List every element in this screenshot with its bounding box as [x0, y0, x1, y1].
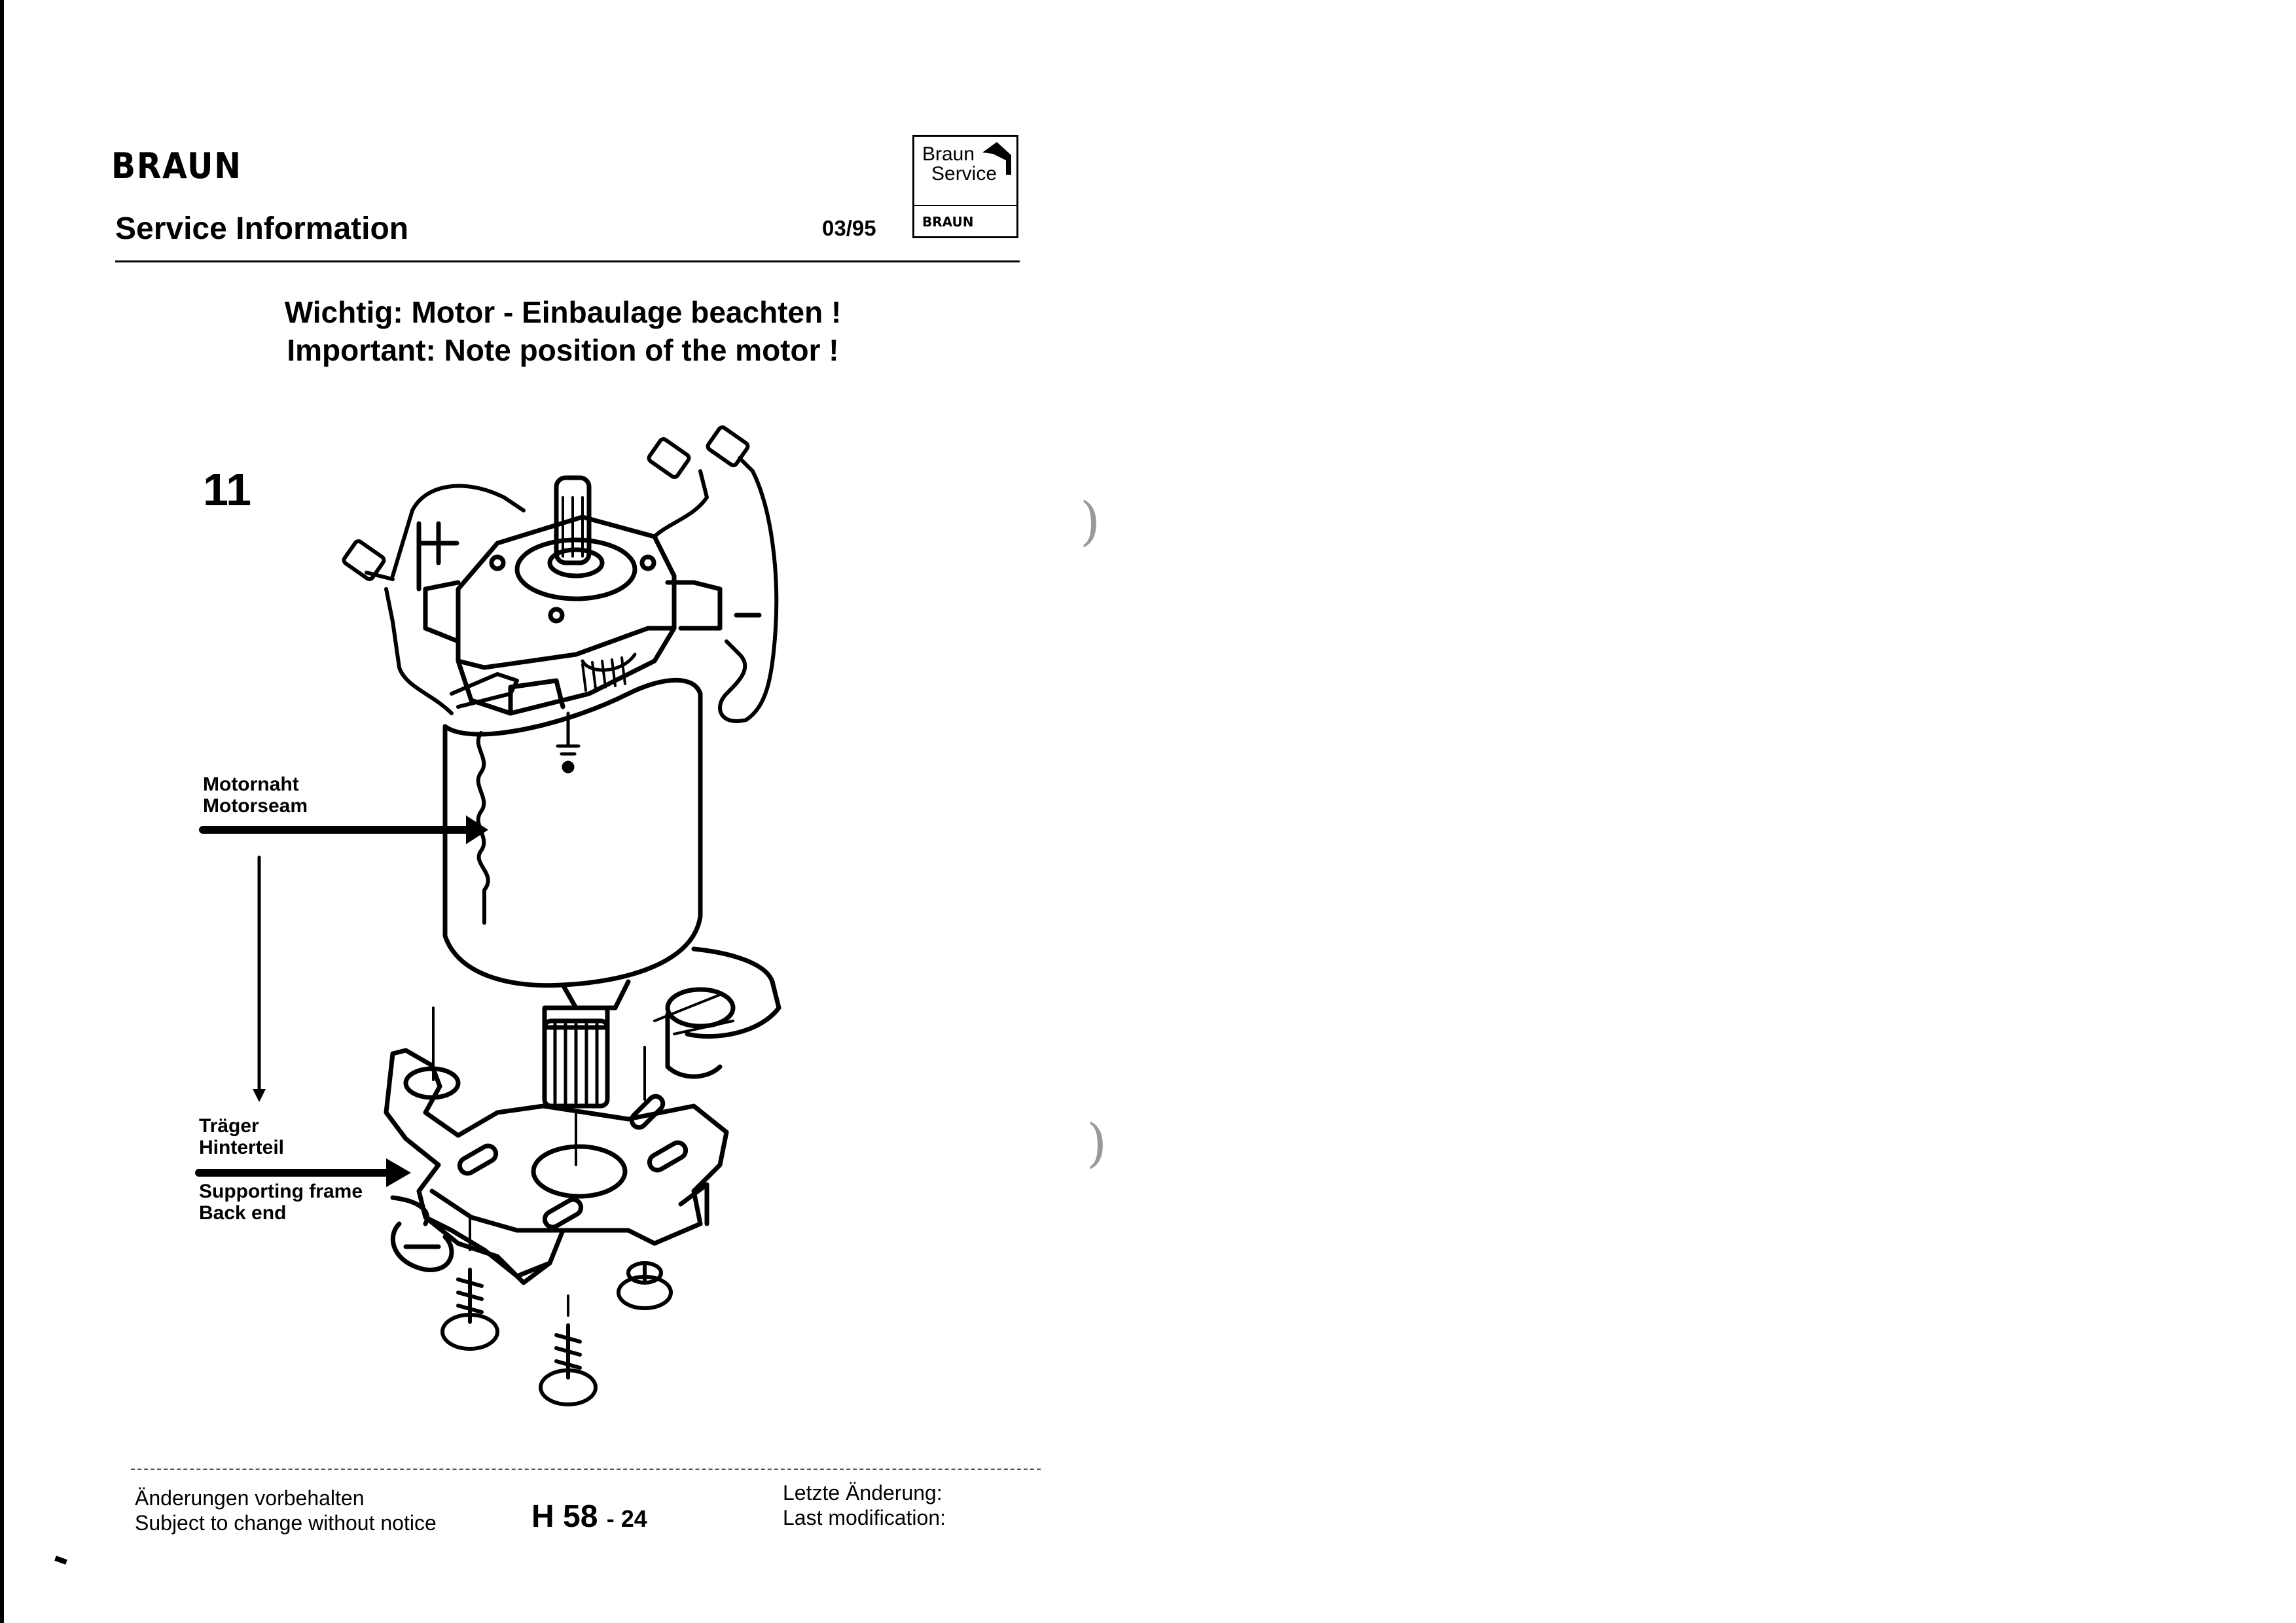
step-number: 11 [203, 464, 251, 515]
document-title: Service Information [115, 211, 409, 246]
footer-modification: Letzte Änderung: Last modification: [783, 1480, 946, 1530]
footer-modified-en: Last modification: [783, 1506, 946, 1529]
footer-modified-de: Letzte Änderung: [783, 1481, 942, 1505]
warning-english: Important: Note position of the motor ! [287, 333, 839, 367]
wires-drawing [384, 469, 779, 723]
label-frame-de-2: Hinterteil [199, 1137, 285, 1158]
document-code-main: H 58 [531, 1499, 598, 1534]
supporting-frame-drawing [384, 1007, 729, 1285]
connector-left-icon [342, 539, 395, 581]
label-motorseam-de: Motornaht [203, 774, 299, 795]
scan-mark-paren-2: ) [1086, 1113, 1107, 1173]
motor-assembly-diagram [195, 425, 781, 1406]
label-frame-en: Supporting frame Back end [199, 1181, 363, 1224]
scan-mark-paren-1: ) [1080, 491, 1101, 552]
label-frame-en-2: Back end [199, 1202, 287, 1224]
service-logo-line1: Braun [922, 143, 975, 165]
label-frame-de-1: Träger [199, 1115, 259, 1137]
connector-right-icon [706, 425, 755, 473]
service-logo-divider [914, 205, 1016, 206]
braun-logo: BRAUN [111, 145, 242, 187]
scan-speck [54, 1556, 67, 1565]
scan-edge [0, 0, 4, 1623]
standoff-drawing [653, 946, 781, 1079]
screw-center-icon [539, 1294, 598, 1406]
motor-drawing [423, 475, 762, 1109]
footer-divider [131, 1469, 1041, 1470]
document-code: H 58 - 24 [531, 1499, 647, 1535]
braun-service-logo: Braun Service BRAUN [912, 135, 1018, 238]
footer-notice-en: Subject to change without notice [135, 1511, 437, 1535]
corner-arrow-icon [982, 142, 1011, 175]
footer-notice-de: Änderungen vorbehalten [135, 1486, 365, 1510]
footer-notice: Änderungen vorbehalten Subject to change… [135, 1486, 437, 1535]
service-logo-brand: BRAUN [922, 214, 974, 230]
header-divider [115, 260, 1020, 262]
connector-mid-icon [647, 437, 691, 479]
document-page: - 24 [606, 1505, 647, 1532]
connection-down-arrow-icon [253, 855, 266, 1102]
motorseam-arrow-icon [199, 815, 488, 844]
label-frame-en-1: Supporting frame [199, 1181, 363, 1202]
screw-right-icon [617, 1261, 673, 1310]
polarity-markers [416, 521, 459, 592]
frame-arrow-icon [195, 1158, 411, 1187]
screw-left-icon [440, 1216, 499, 1351]
label-motorseam-en: Motorseam [203, 795, 308, 817]
label-frame-de: Träger Hinterteil [199, 1115, 284, 1158]
service-logo-line2: Service [931, 163, 997, 185]
warning-german: Wichtig: Motor - Einbaulage beachten ! [284, 295, 842, 329]
document-date: 03/95 [822, 216, 876, 240]
label-motorseam: Motornaht Motorseam [203, 774, 308, 817]
